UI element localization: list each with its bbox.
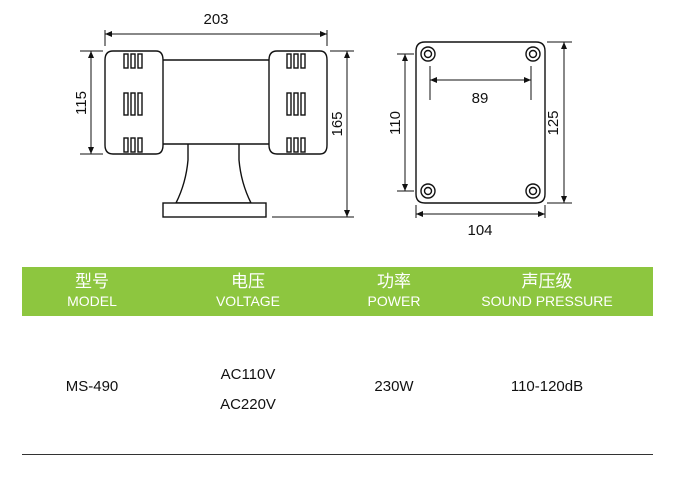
dim-hole-spacing-label: 89 <box>472 90 489 107</box>
header-model: 型号 MODEL <box>17 267 167 316</box>
side-view-dimensions <box>80 30 354 218</box>
header-power-zh: 功率 <box>377 272 411 292</box>
header-voltage-zh: 电压 <box>231 272 265 292</box>
cell-power: 230W <box>374 378 414 395</box>
header-sound-pressure-zh: 声压级 <box>521 272 573 292</box>
dim-plate-height-label: 110 <box>387 111 404 135</box>
header-power-en: POWER <box>367 293 421 309</box>
dim-width-label: 203 <box>203 11 228 28</box>
header-voltage-en: VOLTAGE <box>215 293 281 309</box>
cell-sound-pressure: 110-120dB <box>510 378 584 395</box>
dim-body-height-label: 115 <box>73 91 90 115</box>
spec-table-header: 型号 MODEL 电压 VOLTAGE 功率 POWER 声压级 SOUND P… <box>22 267 653 316</box>
table-bottom-divider <box>22 454 653 455</box>
dim-plate-width-label: 104 <box>467 222 492 239</box>
header-sound-pressure-en: SOUND PRESSURE <box>481 293 613 309</box>
cell-model: MS-490 <box>65 378 119 395</box>
cell-voltage-2: AC220V <box>220 396 276 413</box>
siren-side-view <box>104 50 328 218</box>
cell-voltage-1: AC110V <box>220 366 276 383</box>
header-model-zh: 型号 <box>75 272 109 292</box>
header-model-en: MODEL <box>67 293 117 309</box>
header-voltage: 电压 VOLTAGE <box>173 267 323 316</box>
dim-total-height-label: 165 <box>329 111 346 136</box>
mount-plate-dimensions <box>397 41 572 218</box>
mount-plate-view <box>415 41 546 204</box>
header-power: 功率 POWER <box>319 267 469 316</box>
dim-plate-outer-height-label: 125 <box>545 110 562 135</box>
header-sound-pressure: 声压级 SOUND PRESSURE <box>472 267 622 316</box>
